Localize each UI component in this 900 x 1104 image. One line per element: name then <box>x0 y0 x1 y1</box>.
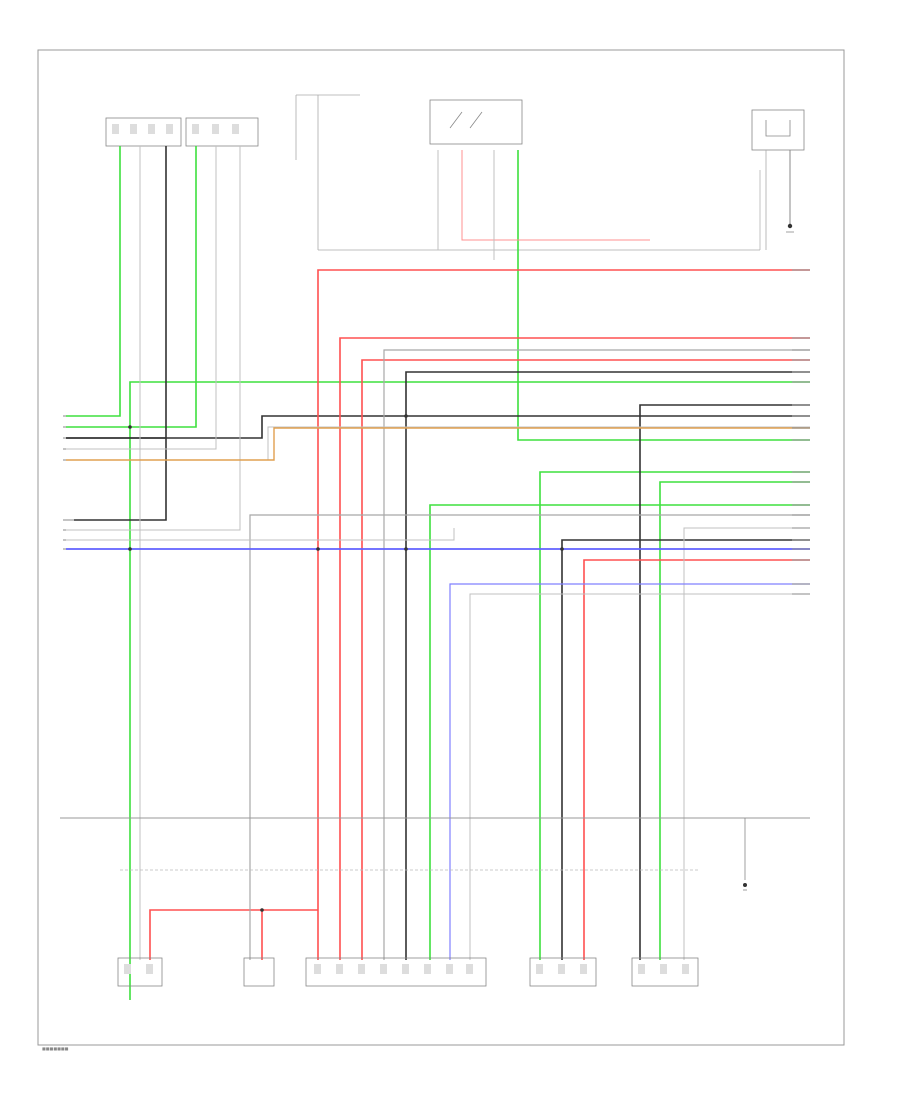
wire-group-gray <box>66 146 810 960</box>
bottom-right-component-1 <box>529 957 597 987</box>
wire-group-blue <box>66 548 810 960</box>
wire-orange-1 <box>66 427 810 461</box>
bottom-center-connector <box>305 957 487 987</box>
wire-green-7 <box>429 504 810 960</box>
wire-gray-8 <box>683 527 810 960</box>
wire-green-2 <box>66 146 197 428</box>
page-id: ■■■■■■■ <box>42 1046 69 1051</box>
bottom-right-component-2 <box>631 957 699 987</box>
splice-points <box>128 414 564 912</box>
left-pin-labels <box>63 415 80 550</box>
wire-red-2 <box>339 337 810 960</box>
wire-green-6 <box>659 481 810 960</box>
wire-red-3 <box>361 359 810 960</box>
wire-red-7 <box>461 150 650 241</box>
fuse-block <box>295 94 761 251</box>
wire-green-1 <box>66 146 121 417</box>
wire-black-4 <box>639 404 810 960</box>
wire-green-5 <box>539 471 810 960</box>
wire-black-1 <box>66 146 167 439</box>
bottom-bus <box>60 817 810 887</box>
wire-black-6 <box>561 539 810 960</box>
wire-gray-7 <box>469 593 810 960</box>
wire-green-4 <box>517 150 810 441</box>
switch-connector <box>429 99 523 145</box>
wire-black-3 <box>66 415 810 439</box>
wire-gray-2 <box>66 146 217 450</box>
bottom-second-component <box>243 957 275 987</box>
diagram-frame <box>37 49 845 1046</box>
right-front-sensor-component <box>185 117 259 147</box>
wire-black-5 <box>74 438 167 521</box>
bottom-right-connector-2 <box>631 957 699 987</box>
wire-green-3 <box>129 381 810 1000</box>
wire-gray-9 <box>66 528 455 541</box>
top-right-component <box>751 109 805 151</box>
wire-black-2 <box>405 371 810 960</box>
wire-blue-2 <box>449 583 810 960</box>
wire-group-green <box>66 146 810 1000</box>
bottom-left-connector <box>117 957 163 987</box>
top-right-connector <box>751 109 805 151</box>
wire-gray-4 <box>383 349 810 960</box>
left-front-sensor-component <box>105 117 182 147</box>
ground-symbols <box>743 223 794 891</box>
wire-red-5 <box>149 909 318 960</box>
switch-component <box>429 99 523 145</box>
wire-gray-3 <box>66 146 241 531</box>
bottom-right-connector-1 <box>529 957 597 987</box>
wire-gray-5 <box>249 514 810 960</box>
bottom-center-component <box>305 957 487 987</box>
bottom-second-connector <box>243 957 275 987</box>
bottom-left-component <box>117 957 163 987</box>
wire-gray-6 <box>66 426 810 461</box>
left-front-sensor-connector <box>105 117 182 147</box>
right-pin-markers <box>792 269 810 595</box>
wire-red-4 <box>583 559 810 960</box>
wire-red-1 <box>317 269 810 960</box>
right-front-sensor-connector <box>185 117 259 147</box>
wire-group-black <box>66 146 810 960</box>
wire-group-red <box>149 150 810 960</box>
